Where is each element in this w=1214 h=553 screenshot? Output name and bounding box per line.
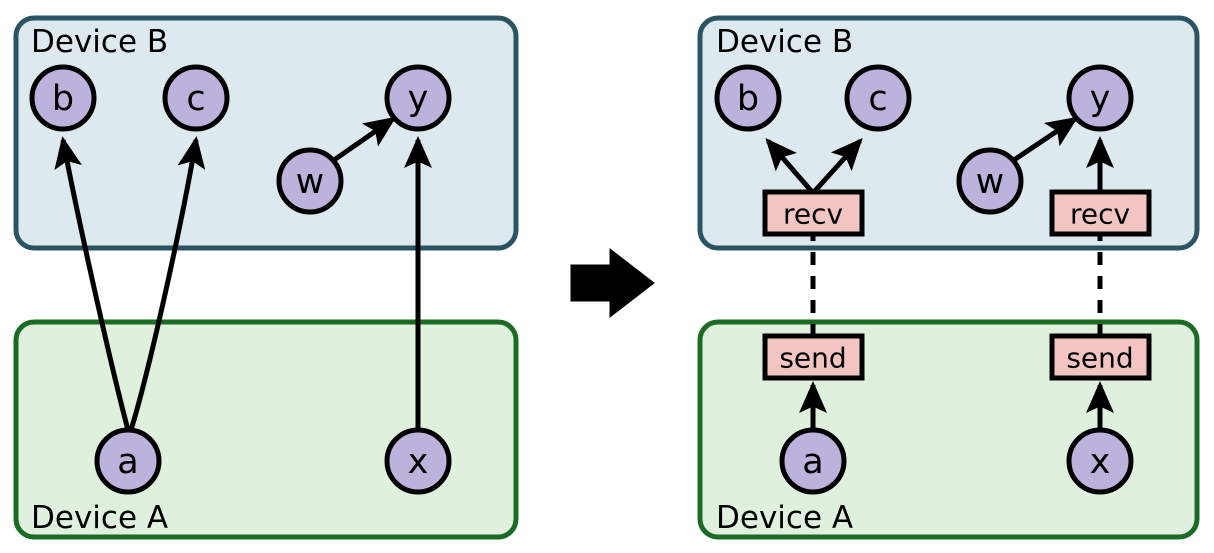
node-label: w — [976, 162, 1005, 202]
edge-w-to-y — [1012, 116, 1079, 163]
node-label: c — [868, 79, 887, 119]
node-circle[interactable] — [384, 64, 452, 132]
node-label: a — [802, 442, 823, 482]
node-circle[interactable] — [779, 427, 847, 495]
right-arrow-icon — [570, 247, 655, 319]
node-c-right[interactable]: c — [844, 64, 912, 132]
comm-op-box[interactable] — [1049, 333, 1152, 381]
comm-op-box[interactable] — [1049, 189, 1152, 237]
node-x-left[interactable]: x — [384, 427, 452, 495]
comm-op-label: recv — [1070, 198, 1130, 231]
node-b-left[interactable]: b — [29, 64, 97, 132]
comm-op-box[interactable] — [762, 333, 865, 381]
node-label: x — [408, 442, 429, 482]
edge-recv-to-b — [765, 137, 815, 195]
node-label: a — [117, 442, 138, 482]
node-c-left[interactable]: c — [162, 64, 230, 132]
device-b-box-left — [13, 15, 519, 251]
node-w-left[interactable]: w — [276, 147, 344, 215]
node-label: y — [1090, 79, 1111, 119]
device-a-label-right: Device A — [716, 500, 853, 536]
device-b-label-left: Device B — [31, 24, 168, 60]
edges-left — [54, 116, 432, 431]
comm-op-box[interactable] — [762, 189, 865, 237]
transforms-into-arrow — [570, 247, 655, 319]
before-panel: Device B Device A b — [13, 15, 519, 540]
node-circle[interactable] — [1066, 64, 1134, 132]
comm-op-send-2[interactable]: send — [1049, 333, 1152, 381]
node-circle[interactable] — [94, 427, 162, 495]
node-circle[interactable] — [276, 147, 344, 215]
comm-op-label: send — [779, 342, 846, 375]
device-b-group-left: Device B — [13, 15, 519, 251]
comm-op-recv-2[interactable]: recv — [1049, 189, 1152, 237]
node-label: c — [186, 79, 205, 119]
edge-a-to-b — [54, 136, 131, 431]
device-a-group-left: Device A — [13, 319, 519, 540]
node-label: w — [296, 162, 325, 202]
node-label: y — [408, 79, 429, 119]
node-circle[interactable] — [714, 64, 782, 132]
node-w-right[interactable]: w — [956, 147, 1024, 215]
edge-recv-to-c — [811, 138, 863, 195]
after-panel: Device B Device A — [697, 15, 1200, 540]
comm-op-send-1[interactable]: send — [762, 333, 865, 381]
node-label: x — [1090, 442, 1111, 482]
node-y-left[interactable]: y — [384, 64, 452, 132]
node-y-right[interactable]: y — [1066, 64, 1134, 132]
node-circle[interactable] — [956, 147, 1024, 215]
comm-op-label: send — [1066, 342, 1133, 375]
comm-op-label: recv — [783, 198, 843, 231]
node-label: b — [52, 79, 74, 119]
node-circle[interactable] — [29, 64, 97, 132]
node-b-right[interactable]: b — [714, 64, 782, 132]
node-circle[interactable] — [384, 427, 452, 495]
node-circle[interactable] — [844, 64, 912, 132]
device-b-label-right: Device B — [716, 24, 853, 60]
edge-w-to-y — [332, 116, 397, 163]
node-a-right[interactable]: a — [779, 427, 847, 495]
node-label: b — [737, 79, 759, 119]
node-circle[interactable] — [162, 64, 230, 132]
node-x-right[interactable]: x — [1066, 427, 1134, 495]
node-circle[interactable] — [1066, 427, 1134, 495]
node-a-left[interactable]: a — [94, 427, 162, 495]
comm-op-recv-1[interactable]: recv — [762, 189, 865, 237]
edge-a-to-c — [128, 136, 206, 431]
edges-right — [765, 116, 1114, 430]
device-a-label-left: Device A — [31, 500, 168, 536]
